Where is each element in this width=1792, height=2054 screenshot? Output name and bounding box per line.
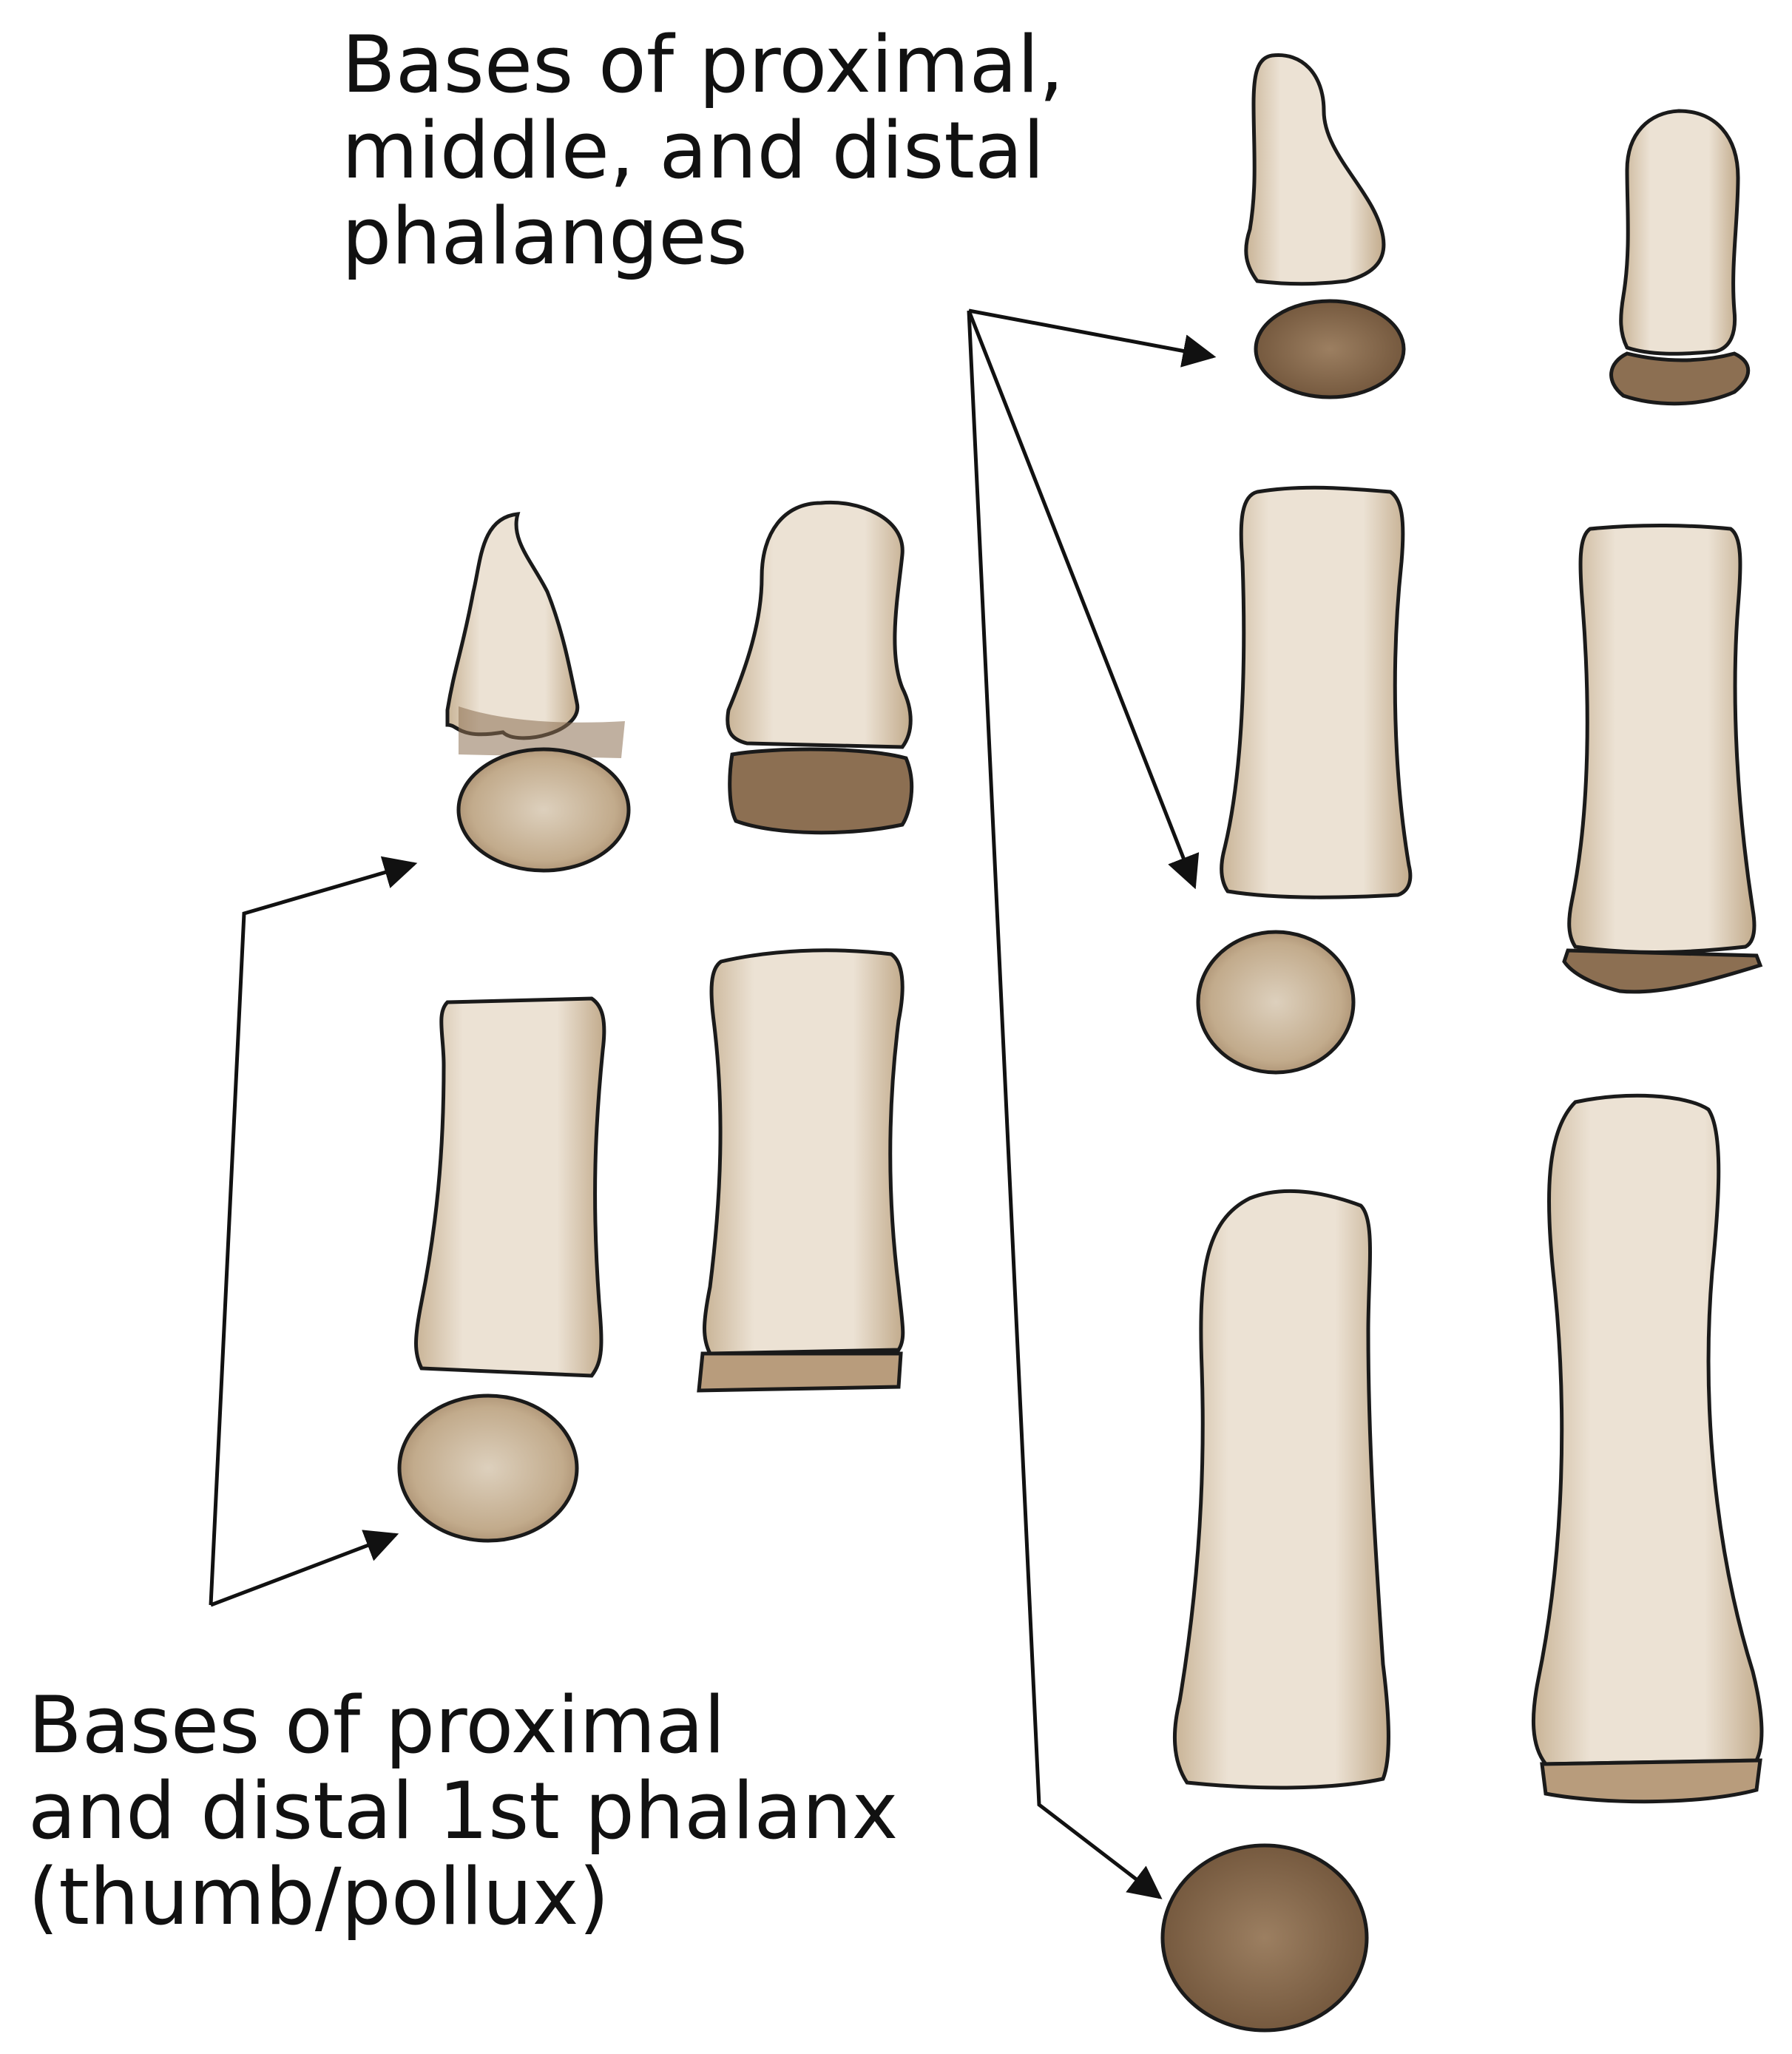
finger-proximal-phalanx	[1173, 1189, 1390, 1790]
finger-distal-phalanx-side	[1619, 109, 1740, 356]
thumb-distal-phalanx	[445, 512, 580, 740]
finger-proximal-base	[1160, 1843, 1369, 2033]
thumb-proximal-phalanx	[414, 996, 606, 1378]
pointer-thumb-distal-base	[209, 856, 418, 1606]
finger-proximal-phalanx-side	[1531, 1093, 1764, 1766]
finger-distal-base-side	[1609, 351, 1751, 406]
finger-middle-base-side	[1562, 948, 1763, 994]
finger-middle-base	[1196, 930, 1356, 1075]
thumb-distal-phalanx-shadow	[459, 706, 625, 758]
finger-middle-phalanx	[1220, 485, 1413, 899]
finger-middle-phalanx-side	[1567, 523, 1757, 954]
label-bases-proximal-middle-distal: Bases of proximal, middle, and distal ph…	[342, 19, 1064, 282]
thumb-distal-base-side	[728, 747, 914, 835]
finger-proximal-base-side	[1540, 1758, 1762, 1804]
thumb-distal-phalanx-side	[726, 500, 913, 749]
finger-distal-base	[1254, 299, 1406, 399]
thumb-distal-base	[456, 747, 631, 873]
pointer-middle-base	[967, 310, 1200, 890]
thumb-proximal-base-side	[697, 1351, 903, 1393]
thumb-proximal-phalanx-side	[703, 948, 905, 1356]
label-bases-first-phalanx: Bases of proximal and distal 1st phalanx…	[28, 1680, 899, 1942]
finger-distal-phalanx	[1244, 53, 1386, 286]
pointer-thumb-proximal-base	[210, 1530, 399, 1607]
pointer-distal-base	[968, 308, 1217, 368]
thumb-proximal-base	[397, 1393, 579, 1543]
pointer-proximal-base	[967, 310, 1163, 1899]
